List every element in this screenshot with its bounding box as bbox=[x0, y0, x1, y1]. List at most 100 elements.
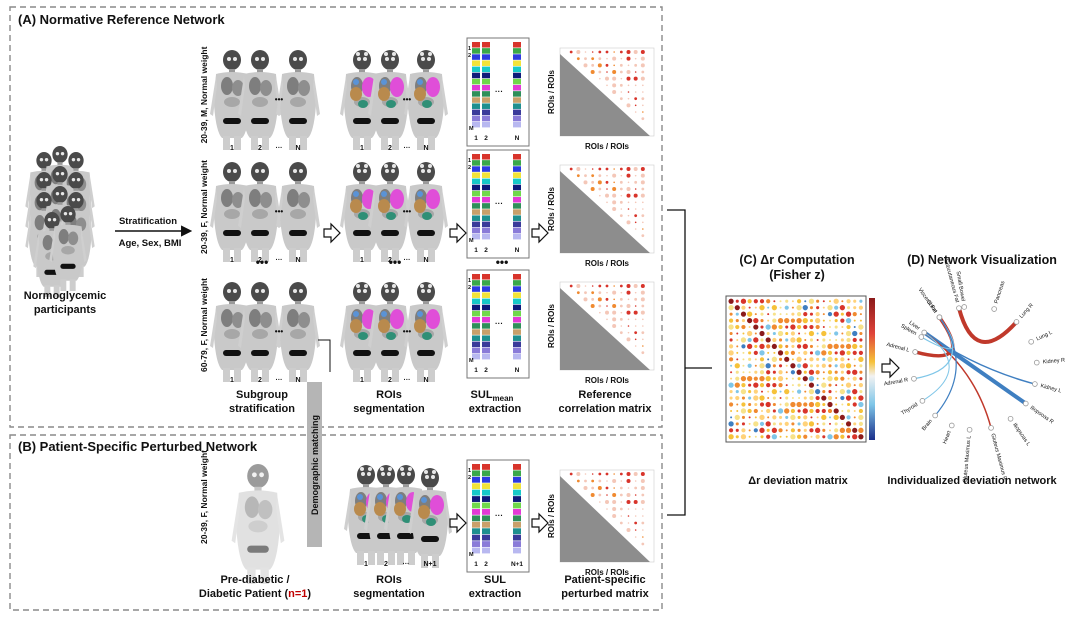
matrix-dot bbox=[598, 472, 602, 476]
sul-cell bbox=[472, 547, 480, 554]
deviation-cell bbox=[822, 338, 826, 342]
matrix-dot bbox=[569, 167, 573, 171]
deviation-cell bbox=[778, 428, 783, 433]
matrix-dot bbox=[606, 291, 608, 294]
sul-cell bbox=[482, 166, 490, 172]
matrix-dot bbox=[619, 200, 623, 204]
deviation-cell bbox=[779, 306, 782, 309]
deviation-cell bbox=[829, 422, 831, 425]
matrix-dot bbox=[612, 193, 617, 198]
sul-cell bbox=[513, 515, 521, 522]
sul-cell bbox=[472, 233, 480, 240]
deviation-cell bbox=[834, 319, 838, 323]
deviation-cell bbox=[802, 305, 808, 311]
caption-subgroup-1: Subgroup bbox=[236, 389, 288, 401]
deviation-cell bbox=[815, 395, 820, 401]
sul-cell bbox=[513, 464, 521, 470]
matrix-dot bbox=[612, 479, 617, 483]
deviation-cell bbox=[845, 382, 852, 388]
deviation-cell bbox=[767, 313, 770, 316]
matrix-dot bbox=[606, 201, 608, 204]
deviation-cell bbox=[730, 409, 733, 412]
stratification-criteria: Age, Sex, BMI bbox=[119, 238, 182, 249]
network-node-label: Kidney R bbox=[1043, 358, 1066, 366]
matrix-dot bbox=[584, 51, 587, 53]
deviation-cell bbox=[740, 408, 747, 414]
deviation-cell bbox=[822, 319, 825, 322]
sul-cell bbox=[513, 489, 521, 496]
deviation-cell bbox=[796, 324, 802, 330]
sul-cell bbox=[482, 509, 490, 515]
sul-cell bbox=[513, 496, 521, 502]
sul-cell bbox=[472, 160, 480, 166]
deviation-cell bbox=[859, 370, 863, 374]
matrix-dot bbox=[612, 290, 617, 295]
matrix-dot bbox=[633, 50, 638, 54]
deviation-cell bbox=[791, 344, 795, 348]
deviation-cell bbox=[816, 357, 820, 361]
deviation-cell bbox=[840, 376, 845, 381]
sul-index: 2 bbox=[484, 135, 488, 142]
deviation-cell bbox=[728, 357, 734, 362]
sul-cell bbox=[482, 103, 490, 109]
matrix-dot bbox=[584, 168, 587, 170]
deviation-cell bbox=[808, 298, 815, 304]
deviation-cell bbox=[759, 383, 765, 388]
network-node bbox=[1032, 381, 1038, 387]
deviation-cell bbox=[790, 337, 796, 343]
deviation-cell bbox=[772, 415, 777, 420]
deviation-cell bbox=[767, 358, 770, 361]
deviation-cell bbox=[741, 324, 746, 330]
deviation-cell bbox=[815, 408, 820, 414]
matrix-dot bbox=[620, 291, 623, 294]
sul-cell bbox=[472, 209, 480, 215]
deviation-cell bbox=[748, 326, 751, 329]
deviation-cell bbox=[845, 343, 852, 350]
deviation-cell bbox=[734, 414, 740, 421]
deviation-cell bbox=[858, 305, 864, 310]
demographic-link bbox=[318, 339, 331, 372]
matrix-dot bbox=[605, 180, 609, 184]
matrix-dot bbox=[634, 508, 637, 510]
deviation-cell bbox=[809, 319, 814, 323]
sul-cell bbox=[482, 541, 490, 547]
deviation-cell bbox=[765, 324, 771, 330]
matrix-dot bbox=[641, 521, 645, 525]
matrix-dot bbox=[619, 50, 623, 54]
matrix-dot bbox=[620, 501, 623, 503]
matrix-dot bbox=[584, 479, 587, 483]
matrix-dot bbox=[599, 194, 601, 197]
matrix-dot bbox=[627, 91, 630, 93]
deviation-cell bbox=[804, 338, 807, 341]
deviation-cell bbox=[779, 435, 782, 438]
sul-cell bbox=[472, 509, 480, 515]
sul-row-label: 2 bbox=[468, 285, 471, 291]
subject-ellipsis: ••• bbox=[275, 95, 284, 104]
deviation-cell bbox=[853, 364, 856, 367]
sul-cell bbox=[482, 66, 490, 73]
deviation-cell bbox=[833, 343, 839, 350]
matrix-dot bbox=[634, 180, 638, 184]
row-label-3: 60-79, F, Normal weight bbox=[199, 278, 209, 372]
network-caption: Individualized deviation network bbox=[887, 475, 1057, 487]
deviation-cell bbox=[791, 306, 794, 309]
deviation-cell bbox=[858, 401, 864, 408]
deviation-cell bbox=[816, 377, 819, 380]
deviation-cell bbox=[827, 401, 833, 408]
matrix-dot bbox=[619, 317, 623, 321]
matrix-dot bbox=[634, 325, 637, 327]
deviation-cell bbox=[729, 396, 733, 400]
deviation-cell bbox=[822, 402, 826, 407]
deviation-cell bbox=[814, 401, 821, 408]
deviation-cell bbox=[759, 357, 765, 362]
sul-cell bbox=[482, 227, 490, 234]
matrix-dot bbox=[634, 84, 637, 87]
deviation-cell bbox=[759, 299, 765, 304]
deviation-colorbar bbox=[869, 298, 875, 440]
deviation-cell bbox=[833, 311, 839, 317]
deviation-cell bbox=[753, 389, 758, 394]
sul-row-label: 1 bbox=[468, 278, 471, 284]
deviation-cell bbox=[779, 403, 782, 406]
